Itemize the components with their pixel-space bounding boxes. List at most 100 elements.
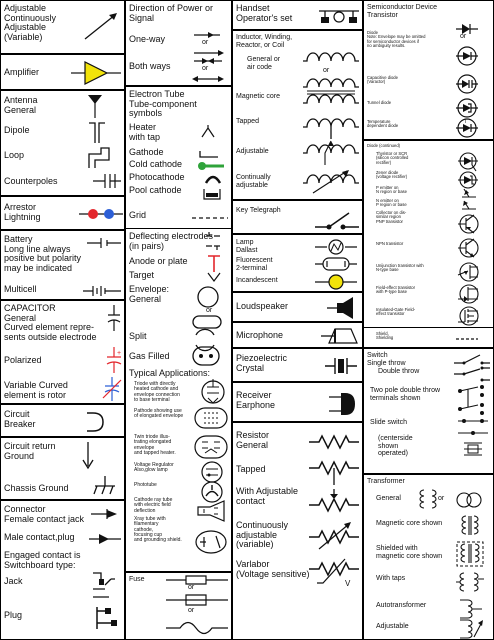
resistor-general-symbol: [309, 435, 359, 449]
loop-antenna-icon: [85, 146, 111, 170]
pnp-transistor-symbol: [458, 213, 478, 235]
cell-antenna: Antenna General Dipole Loop Counterpoles: [0, 90, 125, 196]
label-transformer: Transformer: [367, 478, 405, 485]
label-polarized: Polarized: [4, 355, 42, 365]
label-tunnel: Tunnel diode: [367, 100, 392, 105]
switch-single-throw-icon: [454, 353, 490, 365]
phototube-icon: [200, 481, 224, 503]
cell-key-telegraph: Key Telegraph: [232, 200, 363, 234]
cell-breaker: Circuit Breaker: [0, 404, 125, 437]
zener-symbol: [458, 171, 478, 189]
label-breaker: Circuit Breaker: [4, 409, 36, 429]
cell-adjustable: Adjustable Continuously Adjustable (Vari…: [0, 0, 125, 54]
label-both-ways: Both ways: [129, 61, 171, 71]
deflecting-electrodes-symbol: [204, 232, 222, 250]
label-auto: Autotransformer: [376, 602, 427, 609]
label-arrestor: Arrestor Lightning: [4, 202, 41, 222]
label-or-inductor: or: [323, 67, 330, 74]
label-n-emitter: N emitter on P region or base: [376, 198, 407, 208]
triode-icon: [200, 379, 226, 405]
label-male: Male contact,plug: [4, 532, 75, 542]
counterpoles-icon: [93, 171, 121, 191]
transformer-adjustable-icon: [460, 619, 483, 639]
voltage-regulator-icon: [200, 461, 224, 483]
inductor-adjustable: [303, 141, 359, 165]
envelope-elongated-icon: [192, 315, 222, 329]
one-way-arrows-icon: [194, 32, 224, 56]
inductor-continually-adjustable: [303, 170, 359, 193]
inductor-coil-2: [303, 75, 359, 89]
cold-cathode-symbol: [198, 162, 228, 170]
resistor-adjustable-symbol: [309, 489, 359, 515]
label-handset: Handset Operator's set: [236, 3, 293, 23]
label-amplifier: Amplifier: [4, 67, 40, 77]
label-incandescent: Incandescent: [236, 277, 278, 284]
cell-arrestor: Arrestor Lightning: [0, 196, 125, 230]
label-envelope: Envelope: General: [129, 284, 170, 304]
label-p-emitter: P emitter on N region or base: [376, 185, 407, 195]
female-jack-symbol: [91, 507, 117, 521]
fuse-symbol-1: [166, 575, 228, 585]
handset-symbol: [317, 5, 361, 23]
label-adjustable: Adjustable Continuously Adjustable (Vari…: [4, 3, 57, 43]
label-diode: Diode Note: Envelope may be omitted for …: [367, 30, 426, 49]
label-microphone: Microphone: [236, 330, 284, 340]
label-app6: Cathode ray tube with electric field def…: [134, 497, 173, 514]
antenna-icon: [88, 95, 102, 118]
label-receiver: Receiver Earphone: [236, 390, 276, 410]
label-heater: Heater with tap: [129, 122, 161, 142]
chassis-ground-symbol: [93, 476, 117, 498]
label-engaged: Engaged contact is Switchboard type:: [4, 550, 81, 570]
label-slide: Slide switch: [370, 419, 407, 426]
cell-fuse: Fuse or or: [125, 572, 232, 640]
breaker-symbol: [85, 411, 109, 433]
cell-transformer: Transformer General or Magnetic core sho…: [363, 474, 494, 640]
ballast-lamp-symbol: [315, 239, 357, 255]
n-emitter-symbol: [462, 199, 476, 211]
label-antenna: Antenna General: [4, 95, 38, 115]
cell-amplifier: Amplifier: [0, 54, 125, 90]
divider-shield: [364, 327, 493, 328]
polarized-capacitor-symbol: +: [105, 347, 123, 373]
fuse-symbol-2: [166, 594, 228, 606]
label-jack: Jack: [4, 576, 23, 586]
diode-enveloped-symbol: [456, 45, 478, 67]
label-multicell: Multicell: [4, 284, 37, 294]
label-double-throw: Double throw: [378, 368, 420, 375]
label-inductor: Inductor, Winding, Reactor, or Coil: [236, 34, 293, 49]
label-one-way: One-way: [129, 34, 166, 44]
cell-microphone: Microphone: [232, 322, 363, 348]
label-resistor: Resistor General: [236, 430, 270, 450]
variable-arrow-symbol: [83, 13, 117, 41]
svg-text:V: V: [345, 579, 351, 588]
label-app3: Twin triode illus- trating elongated env…: [134, 434, 176, 456]
receiver-earphone-symbol: [329, 393, 355, 415]
label-chassis: Chassis Ground: [4, 483, 69, 493]
label-capacitive: Capacitive diode (Varactor): [367, 75, 398, 85]
transformer-general-icon: [418, 489, 438, 511]
cell-switch: Switch Single throw Double throw Two pol…: [363, 348, 494, 474]
label-continually: Continually adjustable: [236, 174, 271, 189]
label-fuse: Fuse: [129, 576, 145, 583]
transformer-shielded-icon: [456, 541, 484, 567]
jack-symbol: [91, 569, 117, 599]
inductor-magnetic-core: [303, 89, 359, 109]
label-loop: Loop: [4, 150, 25, 160]
label-centerside: (centerside shown operated): [378, 435, 413, 458]
fuse-symbol-3: [166, 619, 228, 637]
cell-handset: Handset Operator's set: [232, 0, 363, 30]
label-general-air: General or air code: [247, 56, 281, 71]
label-adjustable-transformer: Adjustable: [376, 623, 409, 630]
label-r-tapped: Tapped: [236, 464, 266, 474]
unijunction-symbol: [458, 261, 478, 283]
label-app7: Xray tube with filamentary cathode, focu…: [134, 516, 182, 543]
label-connector: Connector Female contact jack: [4, 504, 85, 524]
heater-symbol: [200, 125, 216, 141]
resistor-tapped-symbol: [309, 461, 359, 485]
label-gas-filled: Gas Filled: [129, 351, 170, 361]
label-battery: Battery Long line always positive but po…: [4, 234, 82, 274]
cell-loudspeaker: Loudspeaker: [232, 292, 363, 322]
label-loudspeaker: Loudspeaker: [236, 301, 289, 311]
loudspeaker-symbol: [327, 297, 353, 319]
label-app1: Triode with directly heated cathode and …: [134, 381, 180, 403]
